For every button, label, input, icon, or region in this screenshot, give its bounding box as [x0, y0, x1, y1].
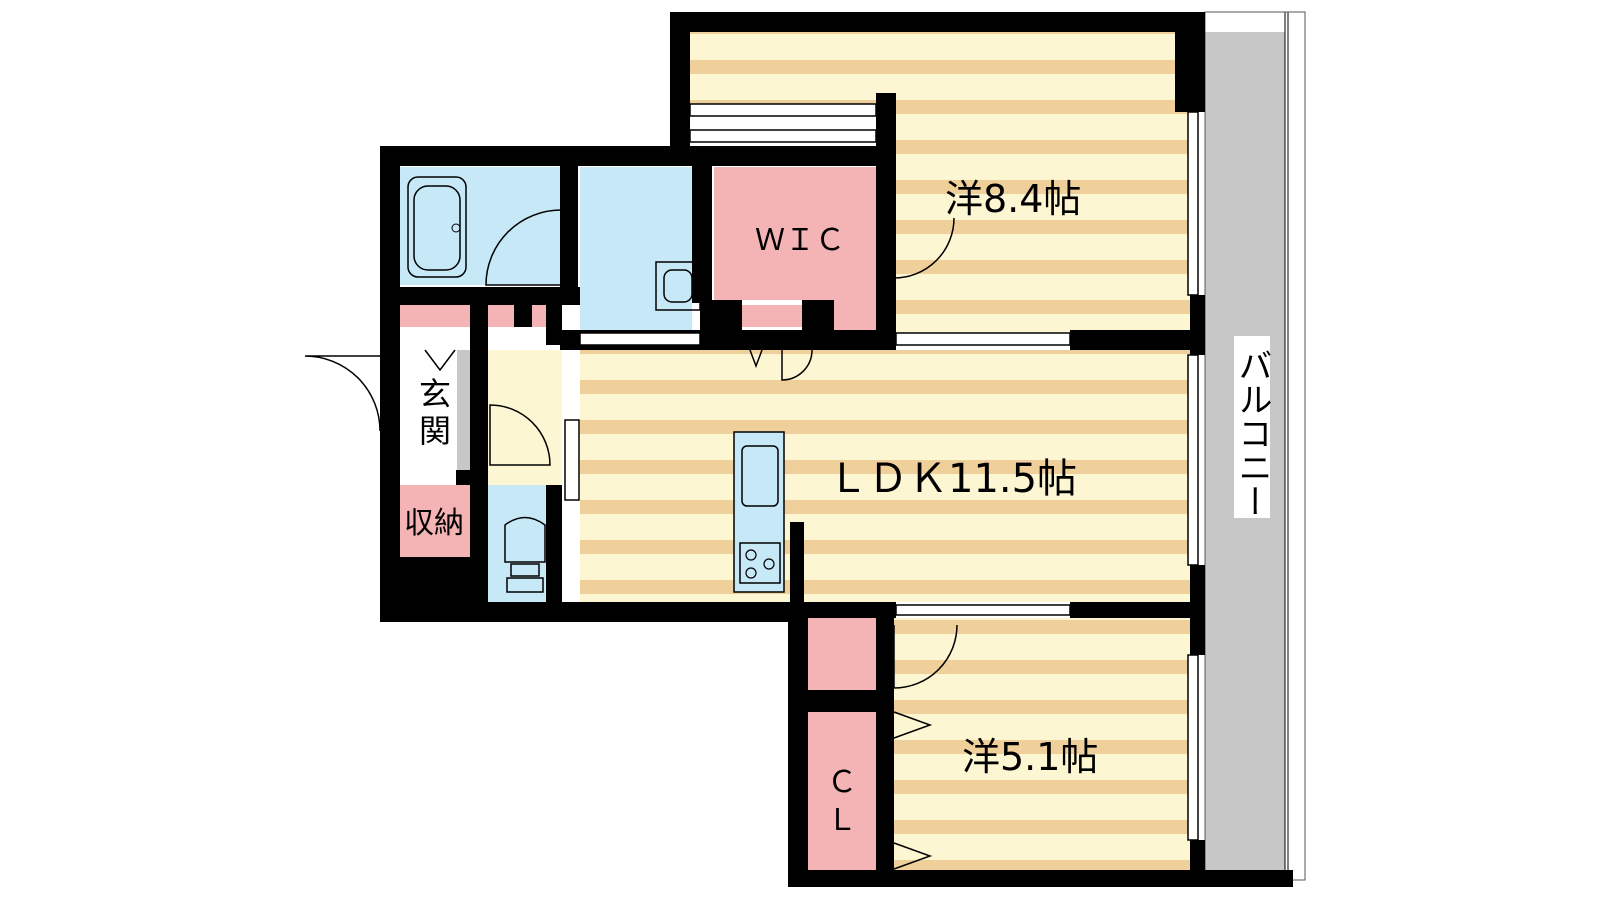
sink-icon — [655, 261, 701, 311]
storage-label: 収納 — [404, 506, 464, 541]
western-5-1-label: 洋5.1帖 — [962, 735, 1098, 779]
swing-doors — [304, 209, 958, 870]
balcony-rail — [1284, 11, 1289, 881]
kitchen-counter — [733, 431, 785, 593]
washroom-area — [580, 167, 692, 332]
cl-label-line2: Ｌ — [827, 803, 857, 838]
western-8-4-floor — [890, 104, 1195, 334]
ldk-floor — [580, 350, 1195, 602]
entrance-label-line1: 玄 — [419, 375, 451, 413]
bathroom-area — [398, 167, 561, 285]
stove-icon — [745, 549, 775, 579]
storage-strip-2 — [488, 305, 514, 327]
entrance-label-line2: 関 — [419, 412, 451, 450]
western-8-4-label: 洋8.4帖 — [945, 177, 1081, 221]
windows — [1187, 111, 1199, 841]
western-5-1-floor — [890, 618, 1195, 870]
cl-area — [807, 712, 877, 870]
storage-strip-4 — [742, 305, 802, 327]
entry-storage-area — [398, 485, 470, 557]
balcony-label-text: バルコニー — [1232, 348, 1272, 518]
storage-strip-1 — [398, 305, 470, 327]
storage-strip-3 — [532, 305, 546, 327]
wic-label: ＷＩＣ — [755, 223, 845, 258]
balcony-label: バルコニー — [1232, 336, 1272, 518]
wic-area — [714, 167, 876, 330]
bathtub-drain-icon — [451, 223, 461, 233]
ldk-label: ＬＤＫ11.5帖 — [828, 456, 1077, 502]
upper-storage-area — [807, 618, 877, 690]
toilet-icon — [504, 516, 546, 593]
entrance-shoe-rack — [457, 350, 470, 470]
cl-label-line1: Ｃ — [827, 765, 857, 800]
western-8-4-floor-top — [690, 32, 1180, 104]
sliding-doors — [564, 103, 1071, 616]
walls — [380, 12, 1293, 887]
